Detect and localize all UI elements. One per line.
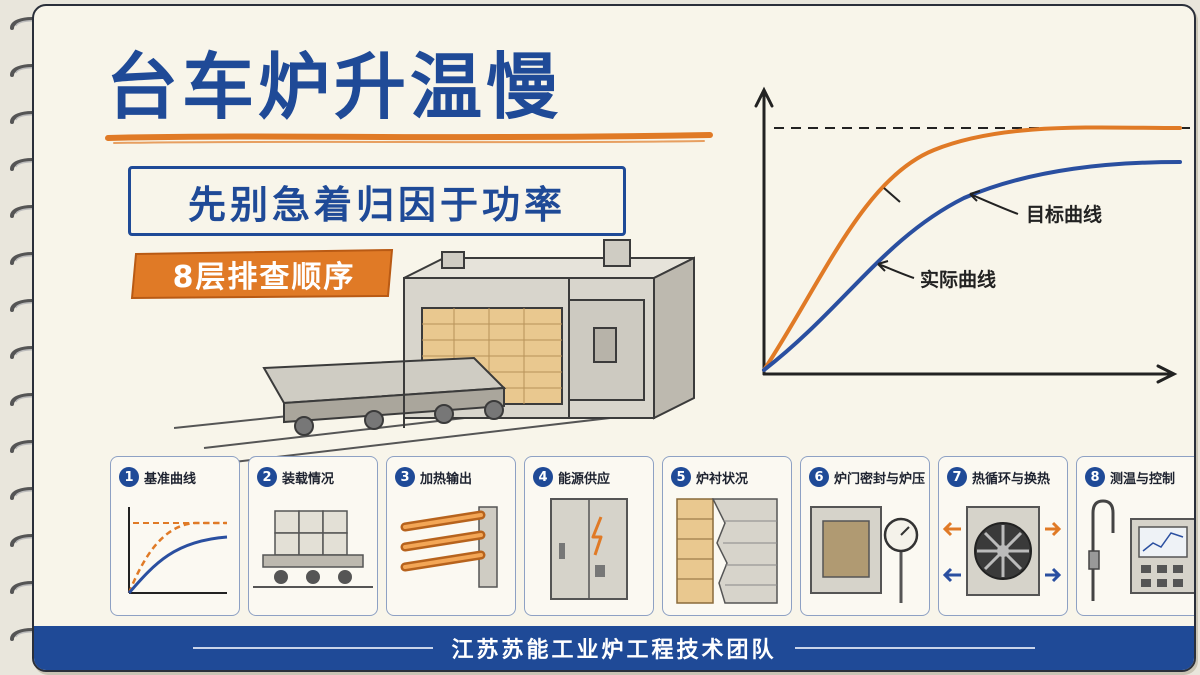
step-number: 3 bbox=[395, 467, 415, 487]
step-label: 热循环与换热 bbox=[972, 471, 1051, 487]
circulation-fan-icon bbox=[943, 506, 1062, 596]
y-axis-arrow bbox=[754, 86, 774, 108]
step-card-7: 7 热循环与换热 bbox=[938, 456, 1068, 616]
footer-banner: 江苏苏能工业炉工程技术团队 bbox=[34, 626, 1194, 670]
title-underline bbox=[105, 132, 713, 144]
step-label: 能源供应 bbox=[558, 471, 611, 487]
step-card-1: 1 基准曲线 bbox=[110, 456, 240, 616]
step-label: 测温与控制 bbox=[1110, 471, 1176, 487]
step-label: 炉衬状况 bbox=[696, 471, 749, 487]
step-card-6: 6 炉门密封与炉压 bbox=[800, 456, 930, 616]
step-label: 基准曲线 bbox=[144, 471, 197, 487]
subtitle-box: 先别急着归因于功率 bbox=[128, 166, 626, 236]
step-label: 炉门密封与炉压 bbox=[834, 471, 926, 487]
target-curve-orange bbox=[762, 125, 1182, 372]
step-number: 2 bbox=[257, 467, 277, 487]
step-card-8: 8 测温与控制 bbox=[1076, 456, 1194, 616]
actual-curve-blue bbox=[762, 160, 1182, 372]
step-card-2: 2 装载情况 bbox=[248, 456, 378, 616]
footer-rule-left bbox=[193, 647, 434, 649]
troubleshooting-steps: 1 基准曲线 2 装载情况 3 加热输出 bbox=[110, 456, 1194, 618]
step-label: 装载情况 bbox=[282, 471, 335, 487]
thermocouple-controller-icon bbox=[1088, 499, 1194, 601]
actual-curve-label: 实际曲线 bbox=[920, 268, 996, 291]
step-card-3: 3 加热输出 bbox=[386, 456, 516, 616]
door-seal-gauge-icon bbox=[810, 506, 919, 603]
page-title: 台车炉升温慢 bbox=[106, 45, 563, 129]
heating-curve-graph: 目标曲线 实际曲线 bbox=[754, 86, 1190, 384]
power-cabinet-icon bbox=[550, 498, 628, 600]
loaded-cart-icon bbox=[253, 510, 373, 588]
target-pointer-arrow bbox=[969, 193, 1019, 215]
step-card-4: 4 能源供应 bbox=[524, 456, 654, 616]
baseline-curve-icon bbox=[127, 507, 228, 594]
notebook-page: 台车炉升温慢 先别急着归因于功率 8层排查顺序 bbox=[32, 4, 1196, 672]
footer-credit: 江苏苏能工业炉工程技术团队 bbox=[451, 638, 777, 663]
heating-element-icon bbox=[400, 506, 498, 588]
subtitle: 先别急着归因于功率 bbox=[187, 182, 566, 227]
step-number: 8 bbox=[1085, 467, 1105, 487]
step-number: 1 bbox=[119, 467, 139, 487]
step-number: 5 bbox=[671, 467, 691, 487]
step-card-5: 5 炉衬状况 bbox=[662, 456, 792, 616]
furnace-lining-icon bbox=[676, 498, 778, 604]
step-number: 4 bbox=[533, 467, 553, 487]
step-label: 加热输出 bbox=[420, 471, 473, 487]
badge-label: 8层排查顺序 bbox=[172, 260, 356, 295]
x-axis-arrow bbox=[1156, 364, 1178, 384]
step-number: 6 bbox=[809, 467, 829, 487]
bogie-furnace-illustration bbox=[174, 239, 695, 463]
step-number: 7 bbox=[947, 467, 967, 487]
badge-banner bbox=[130, 248, 394, 300]
target-curve-label: 目标曲线 bbox=[1026, 203, 1102, 226]
footer-rule-right bbox=[794, 647, 1035, 649]
actual-pointer-arrow bbox=[877, 263, 915, 279]
